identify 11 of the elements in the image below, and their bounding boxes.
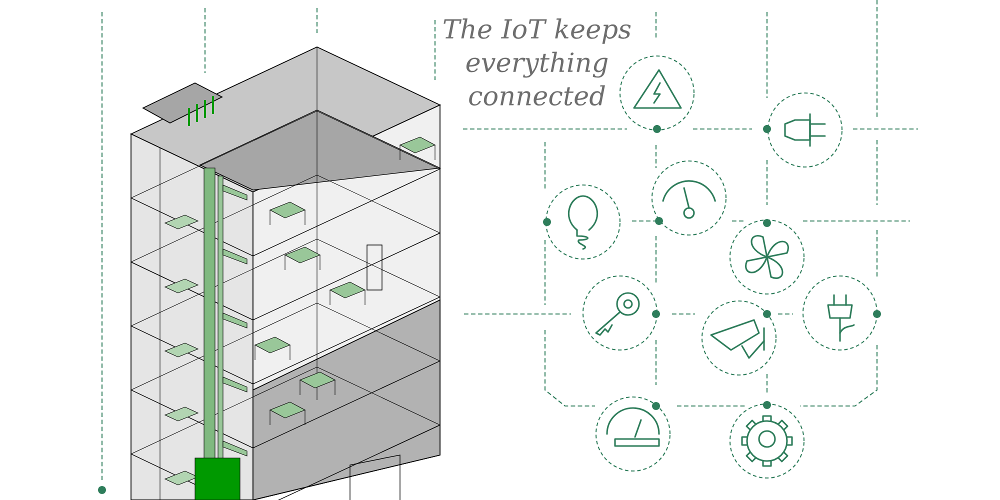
- camera-icon: [701, 300, 777, 376]
- gauge-icon: [651, 160, 727, 236]
- key-icon: [582, 275, 658, 351]
- fan-icon: [729, 219, 805, 295]
- gear-icon: [729, 403, 805, 479]
- plug-icon: [767, 92, 843, 168]
- gauge-icon: [595, 396, 671, 472]
- plug-icon: [802, 275, 878, 351]
- warning-icon: [619, 55, 695, 131]
- lightbulb-icon: [545, 184, 621, 260]
- title: The IoT keeps everything connected: [444, 18, 631, 106]
